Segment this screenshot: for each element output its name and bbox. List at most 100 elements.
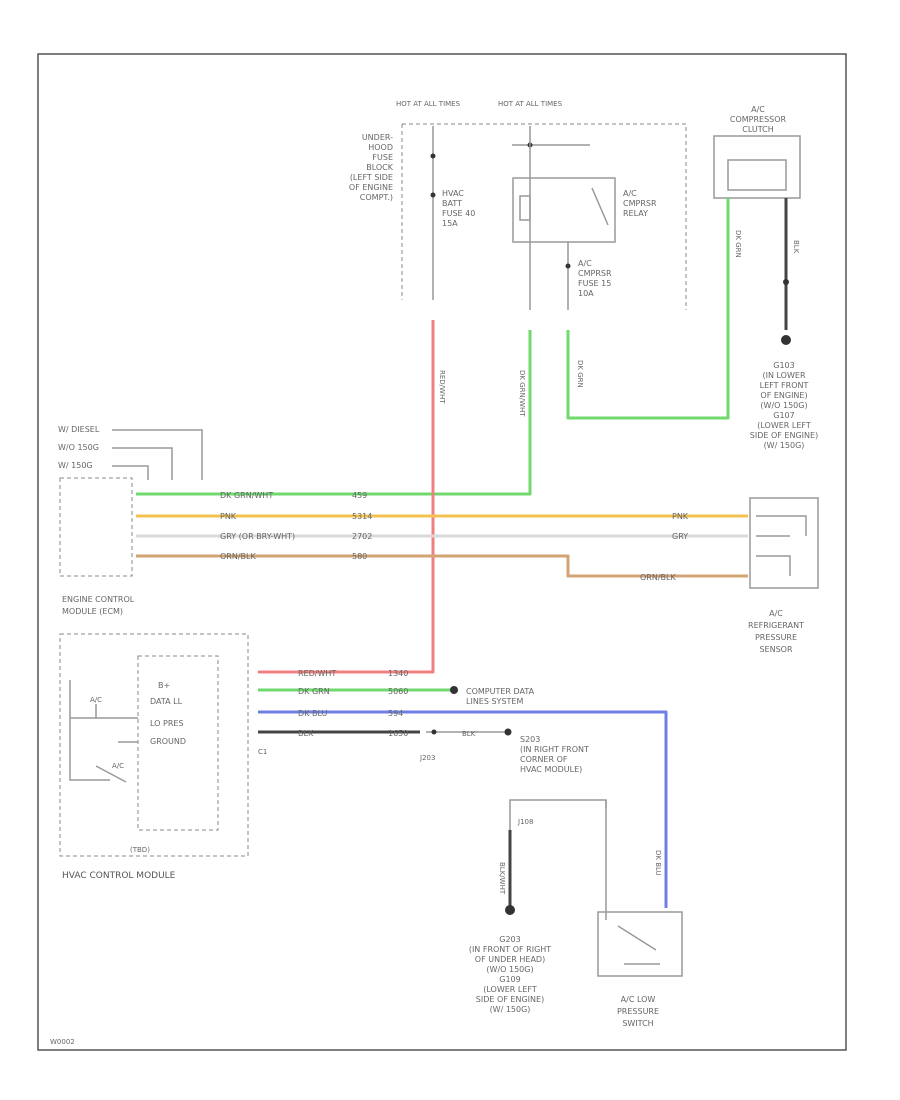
svg-text:(LOWER LEFT: (LOWER LEFT xyxy=(757,421,811,430)
svg-text:DATA LL: DATA LL xyxy=(150,697,183,706)
g103-ground xyxy=(781,335,791,345)
hvac-pin-labels: B+ DATA LL LO PRES GROUND xyxy=(150,681,186,746)
figure-id: W0002 xyxy=(50,1038,75,1046)
svg-text:CLUTCH: CLUTCH xyxy=(742,125,774,134)
svg-text:10A: 10A xyxy=(578,289,594,298)
ac-compressor-clutch xyxy=(713,135,801,199)
svg-text:(IN FRONT OF RIGHT: (IN FRONT OF RIGHT xyxy=(469,945,551,954)
svg-text:RED/WHT: RED/WHT xyxy=(298,669,336,678)
svg-text:2702: 2702 xyxy=(352,532,372,541)
svg-text:SENSOR: SENSOR xyxy=(759,645,792,654)
clutch-ground-dot xyxy=(783,279,789,285)
fuse40-dot-mid xyxy=(430,192,436,198)
svg-text:HOOD: HOOD xyxy=(368,143,393,152)
svg-text:(W/O 150G): (W/O 150G) xyxy=(760,401,807,410)
ac-compressor-clutch-label: A/C COMPRESSOR CLUTCH xyxy=(730,105,787,134)
svg-text:PRESSURE: PRESSURE xyxy=(617,1007,659,1016)
hvac-module-box xyxy=(59,633,249,857)
svg-text:HVAC MODULE): HVAC MODULE) xyxy=(520,765,582,774)
hvac-sub-label: (TBD) xyxy=(130,846,150,854)
svg-text:PNK: PNK xyxy=(220,512,237,521)
svg-text:ORN/BLK: ORN/BLK xyxy=(220,552,256,561)
ac-switch-1-label: A/C xyxy=(90,696,102,704)
svg-text:5314: 5314 xyxy=(352,512,372,521)
svg-text:LEFT FRONT: LEFT FRONT xyxy=(760,381,809,390)
ac-switch-2-label: A/C xyxy=(112,762,124,770)
svg-text:(LOWER LEFT: (LOWER LEFT xyxy=(483,985,537,994)
svg-text:A/C LOW: A/C LOW xyxy=(621,995,656,1004)
svg-text:BLOCK: BLOCK xyxy=(366,163,394,172)
svg-text:(LEFT SIDE: (LEFT SIDE xyxy=(350,173,393,182)
svg-text:FUSE 40: FUSE 40 xyxy=(442,209,475,218)
svg-text:PNK: PNK xyxy=(672,512,689,521)
hvac-circuit-labels: 1340 5060 594 1650 xyxy=(388,669,408,738)
svg-text:OF ENGINE): OF ENGINE) xyxy=(760,391,807,400)
svg-text:580: 580 xyxy=(352,552,367,561)
fuse-block-outline xyxy=(401,123,687,310)
ac-switch-2 xyxy=(69,680,138,783)
ac-cmprsr-relay-label: A/C CMPRSR RELAY xyxy=(623,189,657,218)
sensor-wire-labels: PNK GRY ORN/BLK xyxy=(640,512,689,582)
svg-text:RELAY: RELAY xyxy=(623,209,648,218)
svg-text:FUSE: FUSE xyxy=(372,153,393,162)
svg-text:CORNER OF: CORNER OF xyxy=(520,755,568,764)
svg-text:COMPRESSOR: COMPRESSOR xyxy=(730,115,787,124)
ac-refrigerant-sensor xyxy=(749,497,819,589)
svg-text:A/C: A/C xyxy=(769,609,783,618)
connector-c1: C1 xyxy=(258,748,267,756)
engine-options: W/ DIESEL W/O 150G W/ 150G xyxy=(58,425,100,470)
ac-low-pressure-switch-label: A/C LOW PRESSURE SWITCH xyxy=(617,995,659,1028)
hot-label-2: HOT AT ALL TIMES xyxy=(498,100,563,108)
svg-text:MODULE (ECM): MODULE (ECM) xyxy=(62,607,123,616)
ecm-wire-labels: DK GRN/WHT PNK GRY (OR BRY-WHT) ORN/BLK xyxy=(220,491,295,561)
underhood-fuse-block-label: UNDER- HOOD FUSE BLOCK (LEFT SIDE OF ENG… xyxy=(349,133,394,202)
relay-coil xyxy=(519,195,531,221)
connector-j108: J108 xyxy=(517,818,533,826)
svg-text:G107: G107 xyxy=(773,411,794,420)
red-bplus-wire xyxy=(258,320,435,674)
svg-text:GRY (OR BRY-WHT): GRY (OR BRY-WHT) xyxy=(220,532,295,541)
svg-text:A/C: A/C xyxy=(751,105,765,114)
svg-text:G203: G203 xyxy=(499,935,520,944)
svg-text:15A: 15A xyxy=(442,219,458,228)
svg-text:LINES SYSTEM: LINES SYSTEM xyxy=(466,697,523,706)
vertical-blu-label: DK BLU xyxy=(654,850,662,876)
vertical-green2-label: DK GRN xyxy=(576,360,584,388)
ecm-green-wire xyxy=(136,330,532,496)
hot-label-1: HOT AT ALL TIMES xyxy=(396,100,461,108)
svg-text:G109: G109 xyxy=(499,975,520,984)
clutch-wire-label-1: DK GRN xyxy=(734,230,742,258)
svg-text:(W/ 150G): (W/ 150G) xyxy=(764,441,805,450)
svg-text:W/ 150G: W/ 150G xyxy=(58,461,93,470)
svg-text:A/C: A/C xyxy=(623,189,637,198)
svg-text:HVAC: HVAC xyxy=(442,189,464,198)
s203-branch-left xyxy=(509,799,607,906)
svg-text:1340: 1340 xyxy=(388,669,408,678)
svg-text:G103: G103 xyxy=(773,361,794,370)
vertical-green-label: DK GRN/WHT xyxy=(518,370,526,417)
svg-text:S203: S203 xyxy=(520,735,540,744)
svg-text:ORN/BLK: ORN/BLK xyxy=(640,573,676,582)
data-lines-dot xyxy=(450,686,458,694)
svg-text:A/C: A/C xyxy=(578,259,592,268)
ecm-tan-wire xyxy=(136,554,748,578)
computer-data-lines-label: COMPUTER DATA LINES SYSTEM xyxy=(466,687,535,706)
svg-text:459: 459 xyxy=(352,491,367,500)
clutch-feed-wire xyxy=(566,198,730,420)
hvac-inner-box xyxy=(137,655,219,831)
svg-text:(IN LOWER: (IN LOWER xyxy=(763,371,806,380)
svg-text:PRESSURE: PRESSURE xyxy=(755,633,797,642)
svg-text:ENGINE CONTROL: ENGINE CONTROL xyxy=(62,595,135,604)
svg-text:SIDE OF ENGINE): SIDE OF ENGINE) xyxy=(750,431,818,440)
svg-text:594: 594 xyxy=(388,709,403,718)
clutch-wire-label-2: BLK xyxy=(792,240,800,254)
ecm-box xyxy=(59,477,133,577)
ac-low-pressure-switch xyxy=(597,911,683,977)
svg-text:B+: B+ xyxy=(158,681,170,690)
ac-switch-1 xyxy=(70,704,138,719)
connector-j203: J203 xyxy=(419,754,435,762)
svg-text:GROUND: GROUND xyxy=(150,737,186,746)
ground-g203-label: G203 (IN FRONT OF RIGHT OF UNDER HEAD) (… xyxy=(469,935,551,1014)
svg-text:BATT: BATT xyxy=(442,199,462,208)
